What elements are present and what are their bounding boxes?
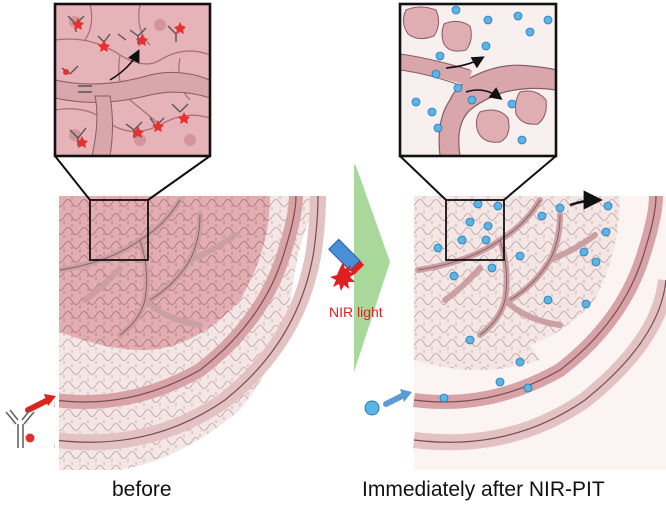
- extravasation-arrow-before: [109, 49, 140, 81]
- tumor-tissue-before: [53, 195, 326, 470]
- zoom-line-left-before: [54, 155, 91, 201]
- dead-tumor-cell-icon: [402, 6, 547, 143]
- antibody-icon-injected: [5, 409, 35, 448]
- zoom-line-right-after: [503, 155, 557, 201]
- tumor-tissue-after: [413, 190, 666, 470]
- nir-light-treatment: NIR light: [328, 164, 390, 372]
- outflow-arrow-after: [569, 190, 603, 210]
- before-panel: [5, 2, 326, 470]
- after-panel: [364, 2, 666, 470]
- zoom-region-after: [445, 199, 505, 261]
- inset-before: [53, 2, 212, 158]
- zoom-line-right-before: [147, 155, 211, 201]
- injection-arrow-after: [383, 392, 407, 407]
- caption-after: Immediately after NIR-PIT: [362, 478, 605, 501]
- nir-light-label: NIR light: [329, 304, 383, 320]
- inset-after: [398, 2, 558, 158]
- blue-particle-icon: [433, 199, 613, 403]
- caption-before: before: [112, 478, 172, 501]
- nir-lamp-icon: [328, 238, 365, 275]
- photoabsorber-star-icon: [63, 18, 190, 148]
- zoom-line-left-after: [399, 155, 447, 201]
- photoabsorber-dot-icon: [25, 433, 35, 443]
- process-arrow: [354, 164, 390, 372]
- release-arrow-after-1: [445, 56, 485, 69]
- release-arrow-after-2: [465, 87, 503, 100]
- zoom-region-before: [89, 199, 149, 261]
- released-particle-icon: [364, 400, 380, 416]
- injection-arrow-before: [25, 397, 51, 413]
- nir-burst-icon: [330, 262, 356, 291]
